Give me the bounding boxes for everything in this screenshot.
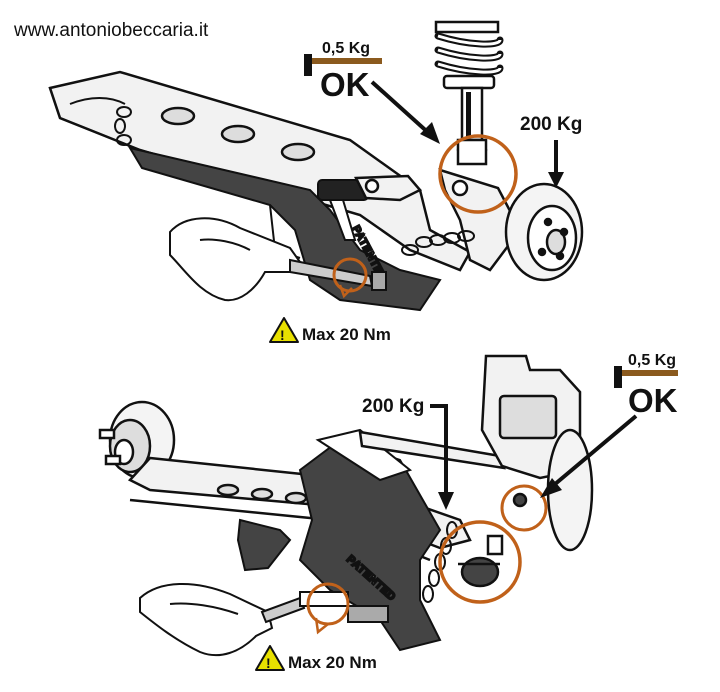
top-torque-label: Max 20 Nm [302, 325, 391, 344]
top-brake-disc [504, 182, 584, 282]
watermark-url: www.antoniobeccaria.it [13, 20, 209, 41]
top-ok-arrow [370, 80, 434, 138]
top-warning-triangle-icon [269, 317, 299, 343]
top-weight-block [304, 54, 312, 76]
top-panel: PATENTED [48, 20, 584, 344]
bottom-load-bracket [430, 404, 448, 496]
bottom-weight-small-label: 0,5 Kg [628, 352, 676, 369]
bottom-ball-joint [458, 534, 504, 588]
top-torque-warning: ! Max 20 Nm [269, 317, 391, 344]
top-weight-bar [312, 58, 382, 64]
bottom-highlight-ring-balljoint [438, 520, 522, 604]
bottom-weight-block [614, 366, 622, 388]
top-knuckle-link [354, 168, 522, 272]
top-ok-label: OK [320, 66, 370, 103]
bottom-hand-wrench [139, 583, 389, 657]
bottom-ok-label: OK [628, 382, 678, 419]
top-weight-marker: 0,5 Kg OK [304, 40, 382, 103]
bottom-weight-large-label: 200 Kg [362, 396, 424, 417]
top-chain [114, 106, 475, 256]
bottom-warning-triangle-icon [255, 645, 285, 671]
bottom-tool-bracket: PATENTED [236, 428, 442, 652]
bottom-highlight-ring-bolt [500, 484, 548, 532]
top-weight-large-label: 200 Kg [520, 114, 582, 135]
top-weight-small-label: 0,5 Kg [322, 40, 370, 57]
top-warning-glyph: ! [280, 327, 285, 343]
top-coil-spring [434, 20, 504, 166]
bottom-tie-rod [358, 430, 506, 470]
bottom-panel: PATENTED [98, 352, 678, 672]
bottom-brake-caliper [480, 354, 594, 552]
bottom-ok-arrow [546, 414, 638, 492]
bottom-torque-warning: ! Max 20 Nm [255, 645, 377, 672]
bottom-weight-marker: 0,5 Kg OK [614, 352, 678, 419]
top-highlight-ring-strut [438, 134, 518, 214]
top-hand-wrench [169, 217, 387, 302]
bottom-weight-bar [622, 370, 678, 376]
bottom-torque-label: Max 20 Nm [288, 653, 377, 672]
bottom-warning-glyph: ! [266, 655, 271, 671]
